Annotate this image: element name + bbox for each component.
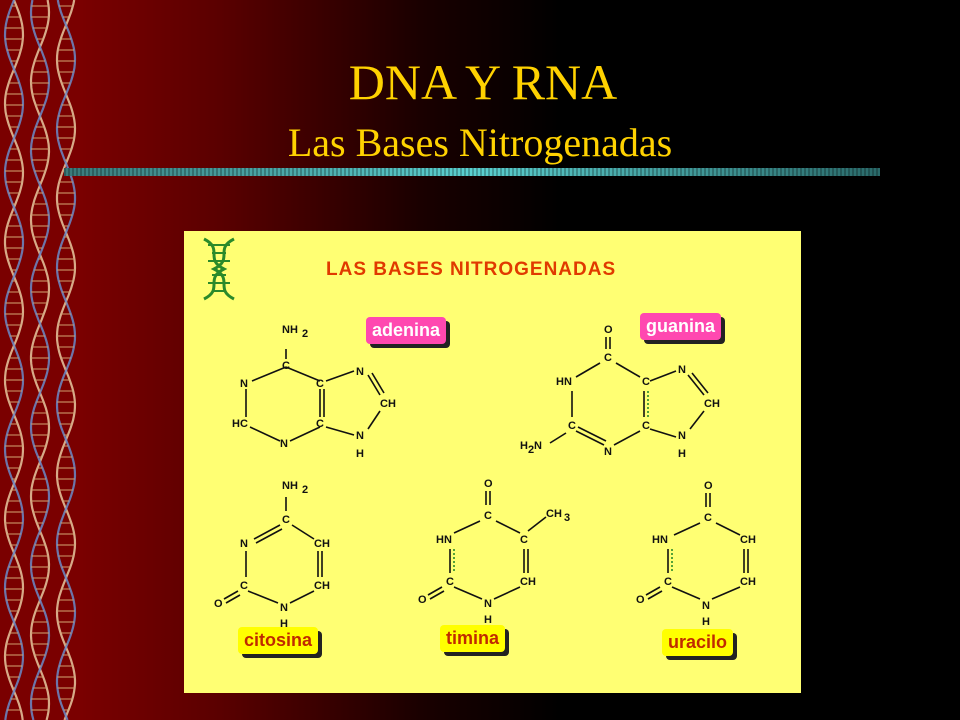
svg-text:N: N bbox=[240, 538, 248, 550]
svg-text:N: N bbox=[356, 366, 364, 378]
svg-text:O: O bbox=[418, 594, 427, 606]
svg-text:3: 3 bbox=[564, 512, 570, 524]
cytosine-structure: NH 2 C N CH C CH N H O bbox=[214, 480, 330, 630]
svg-text:HN: HN bbox=[652, 534, 668, 546]
svg-text:C: C bbox=[604, 352, 612, 364]
svg-text:CH: CH bbox=[740, 576, 756, 588]
svg-text:NH: NH bbox=[282, 324, 298, 336]
adenine-label: adenina bbox=[366, 317, 447, 344]
svg-text:NH: NH bbox=[282, 480, 298, 492]
svg-text:CH: CH bbox=[314, 538, 330, 550]
uracil-structure: O C HN CH C CH N H O bbox=[636, 480, 756, 628]
svg-text:C: C bbox=[282, 360, 290, 372]
svg-text:C: C bbox=[484, 510, 492, 522]
svg-text:H: H bbox=[484, 614, 492, 626]
cytosine-label: citosina bbox=[238, 627, 319, 654]
dna-border-decoration bbox=[0, 0, 82, 720]
svg-text:CH: CH bbox=[704, 398, 720, 410]
svg-text:CH: CH bbox=[380, 398, 396, 410]
adenine-structure: NH 2 C N C N CH HC C N H N bbox=[232, 324, 396, 460]
svg-text:C: C bbox=[568, 420, 576, 432]
svg-text:C: C bbox=[520, 534, 528, 546]
svg-text:N: N bbox=[280, 602, 288, 614]
svg-text:CH: CH bbox=[546, 508, 562, 520]
svg-text:C: C bbox=[282, 514, 290, 526]
svg-text:H: H bbox=[702, 616, 710, 628]
slide-title: DNA Y RNA bbox=[348, 54, 618, 110]
svg-text:H: H bbox=[520, 440, 528, 452]
svg-text:O: O bbox=[604, 324, 613, 336]
svg-text:N: N bbox=[280, 438, 288, 450]
svg-text:C: C bbox=[446, 576, 454, 588]
uracil-label: uracilo bbox=[662, 629, 734, 656]
svg-text:CH: CH bbox=[740, 534, 756, 546]
svg-text:C: C bbox=[642, 376, 650, 388]
svg-text:N: N bbox=[604, 446, 612, 458]
svg-text:2: 2 bbox=[302, 328, 308, 340]
svg-text:N: N bbox=[678, 364, 686, 376]
svg-text:2: 2 bbox=[528, 444, 534, 456]
svg-text:O: O bbox=[704, 480, 713, 492]
svg-text:CH: CH bbox=[314, 580, 330, 592]
guanine-label: guanina bbox=[640, 313, 722, 340]
svg-text:N: N bbox=[484, 598, 492, 610]
slide-subtitle: Las Bases Nitrogenadas bbox=[287, 120, 673, 165]
svg-text:O: O bbox=[214, 598, 223, 610]
svg-text:O: O bbox=[484, 478, 493, 490]
svg-text:2: 2 bbox=[302, 484, 308, 496]
figure-heading: LAS BASES NITROGENADAS bbox=[326, 259, 617, 280]
svg-text:H: H bbox=[356, 448, 364, 460]
svg-text:C: C bbox=[642, 420, 650, 432]
svg-text:N: N bbox=[678, 430, 686, 442]
svg-text:N: N bbox=[534, 440, 542, 452]
svg-text:C: C bbox=[240, 580, 248, 592]
svg-text:C: C bbox=[316, 418, 324, 430]
title-divider bbox=[64, 168, 880, 176]
svg-text:H: H bbox=[280, 618, 288, 630]
svg-text:H: H bbox=[678, 448, 686, 460]
svg-text:HN: HN bbox=[436, 534, 452, 546]
svg-text:C: C bbox=[664, 576, 672, 588]
svg-text:C: C bbox=[316, 378, 324, 390]
svg-text:HC: HC bbox=[232, 418, 248, 430]
thymine-label: timina bbox=[440, 625, 506, 652]
svg-text:N: N bbox=[240, 378, 248, 390]
svg-text:N: N bbox=[356, 430, 364, 442]
svg-text:C: C bbox=[704, 512, 712, 524]
svg-text:CH: CH bbox=[520, 576, 536, 588]
svg-text:HN: HN bbox=[556, 376, 572, 388]
svg-text:O: O bbox=[636, 594, 645, 606]
dna-helix-icon bbox=[203, 237, 235, 301]
svg-text:N: N bbox=[702, 600, 710, 612]
